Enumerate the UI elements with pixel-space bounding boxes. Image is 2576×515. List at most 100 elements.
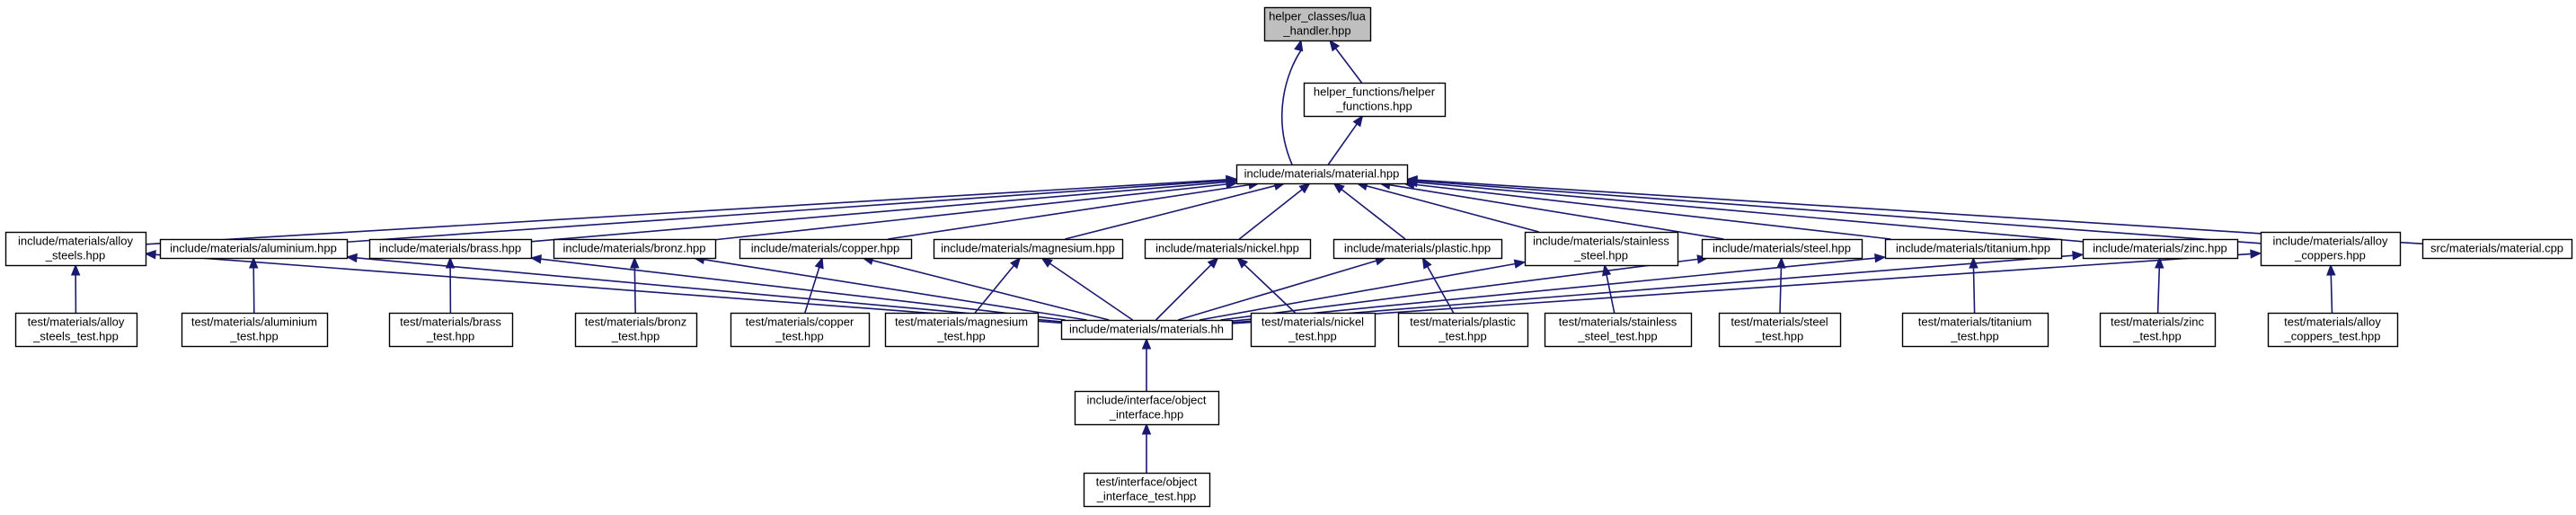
node-bronz-test[interactable]: test/materials/bronz_test.hpp — [574, 312, 698, 348]
node-copper[interactable]: include/materials/copper.hpp — [739, 238, 913, 260]
node-label-line: include/materials/magnesium.hpp — [941, 242, 1115, 255]
node-magnesium-test[interactable]: test/materials/magnesium_test.hpp — [884, 312, 1040, 348]
node-box — [1074, 390, 1220, 426]
node-label-line: include/materials/stainless — [1533, 235, 1669, 248]
node-zinc-test[interactable]: test/materials/zinc_test.hpp — [2099, 312, 2217, 348]
node-alloy-steels-test[interactable]: test/materials/alloy_steels_test.hpp — [14, 312, 138, 348]
edge-materials_hh-to-nickel — [1155, 257, 1219, 321]
edge-materials_hh-to-stainless_steel — [1199, 259, 1527, 321]
node-box — [1701, 238, 1863, 260]
node-box — [1250, 312, 1377, 348]
edge-alloy_coppers_test-to-alloy_coppers — [2326, 263, 2336, 314]
node-box — [181, 312, 329, 348]
node-titanium-test[interactable]: test/materials/titanium_test.hpp — [1901, 312, 2049, 348]
edge-object_interface_test-to-object_interface — [1141, 422, 1152, 473]
node-material-cpp[interactable]: src/materials/material.cpp — [2421, 238, 2573, 260]
node-label-line: include/materials/plastic.hpp — [1344, 242, 1491, 255]
node-aluminium[interactable]: include/materials/aluminium.hpp — [159, 238, 349, 260]
node-box — [2267, 312, 2399, 348]
node-object-interface[interactable]: include/interface/object_interface.hpp — [1074, 390, 1220, 426]
node-box — [1332, 238, 1503, 260]
node-materials-hh[interactable]: include/materials/materials.hh — [1060, 319, 1234, 341]
node-label-line: _steel_test.hpp — [1577, 330, 1657, 343]
edge-titanium_test-to-titanium — [1969, 256, 1978, 314]
node-label-line: _test.hpp — [936, 330, 986, 343]
node-alloy-coppers[interactable]: include/materials/alloy_coppers.hpp — [2260, 231, 2402, 267]
node-box — [1303, 82, 1447, 118]
node-label-line: helper_functions/helper — [1314, 85, 1436, 99]
node-label-line: _test.hpp — [1950, 330, 1999, 343]
node-zinc[interactable]: include/materials/zinc.hpp — [2082, 238, 2239, 260]
node-material-hpp[interactable]: include/materials/material.hpp — [1235, 164, 1409, 185]
edge-plastic_test-to-plastic — [1421, 256, 1455, 314]
node-stainless-steel-test[interactable]: test/materials/stainless_steel_test.hpp — [1544, 312, 1693, 348]
node-brass-test[interactable]: test/materials/brass_test.hpp — [388, 312, 514, 348]
node-label-line: test/materials/alloy — [28, 315, 125, 329]
edge-material_hpp-to-lua_handler — [1281, 39, 1304, 165]
node-label-line: test/materials/alloy — [2284, 315, 2381, 329]
node-box — [1901, 312, 2049, 348]
node-label-line: _interface.hpp — [1109, 408, 1183, 422]
node-brass[interactable]: include/materials/brass.hpp — [368, 238, 533, 260]
edge-copper_test-to-copper — [804, 256, 824, 314]
node-bronz[interactable]: include/materials/bronz.hpp — [553, 238, 717, 260]
edge-materials_hh-to-zinc — [1231, 251, 2085, 324]
node-box — [1060, 319, 1234, 341]
node-box — [553, 238, 717, 260]
node-box — [1235, 164, 1409, 185]
edge-materials_hh-to-magnesium — [1040, 257, 1134, 321]
node-label-line: include/interface/object — [1087, 394, 1207, 407]
node-box — [1884, 238, 2063, 260]
node-aluminium-test[interactable]: test/materials/aluminium_test.hpp — [181, 312, 329, 348]
node-box — [933, 238, 1124, 260]
node-label-line: _test.hpp — [1438, 330, 1487, 343]
node-copper-test[interactable]: test/materials/copper_test.hpp — [730, 312, 871, 348]
node-label-line: helper_classes/lua — [1269, 10, 1366, 23]
edge-materials_hh-to-titanium — [1231, 253, 1887, 323]
edge-material_cpp-to-material_hpp — [1405, 175, 2423, 245]
edge-materials_hh-to-alloy_coppers — [1231, 249, 2262, 324]
node-label-line: _test.hpp — [775, 330, 824, 343]
node-label-line: test/materials/copper — [746, 315, 854, 329]
node-plastic-test[interactable]: test/materials/plastic_test.hpp — [1397, 312, 1529, 348]
node-steel[interactable]: include/materials/steel.hpp — [1701, 238, 1863, 260]
node-titanium[interactable]: include/materials/titanium.hpp — [1884, 238, 2063, 260]
node-label-line: _steels.hpp — [45, 249, 106, 262]
node-magnesium[interactable]: include/materials/magnesium.hpp — [933, 238, 1124, 260]
edge-helper_functions-to-lua_handler — [1329, 39, 1363, 84]
node-label-line: _functions.hpp — [1335, 100, 1412, 113]
node-box — [884, 312, 1040, 348]
node-label-line: include/materials/materials.hh — [1069, 323, 1224, 336]
node-stainless-steel[interactable]: include/materials/stainless_steel.hpp — [1524, 231, 1679, 267]
node-box — [1397, 312, 1529, 348]
edge-steel-to-material_hpp — [1378, 180, 1724, 240]
node-box — [2099, 312, 2217, 348]
node-label-line: include/materials/alloy — [18, 235, 133, 248]
node-label-line: _test.hpp — [1755, 330, 1804, 343]
node-label-line: _handler.hpp — [1282, 24, 1350, 38]
edge-bronz_test-to-bronz — [630, 256, 640, 314]
edge-object_interface-to-materials_hh — [1141, 337, 1152, 391]
node-box — [2421, 238, 2573, 260]
node-object-interface-test[interactable]: test/interface/object_interface_test.hpp — [1083, 472, 1211, 508]
node-alloy-coppers-test[interactable]: test/materials/alloy_coppers_test.hpp — [2267, 312, 2399, 348]
edge-zinc_test-to-zinc — [2155, 256, 2164, 314]
node-plastic[interactable]: include/materials/plastic.hpp — [1332, 238, 1503, 260]
node-lua-handler[interactable]: helper_classes/lua_handler.hpp — [1263, 6, 1372, 42]
node-nickel-test[interactable]: test/materials/nickel_test.hpp — [1250, 312, 1377, 348]
node-label-line: include/materials/copper.hpp — [751, 242, 900, 255]
node-box — [1718, 312, 1842, 348]
node-label-line: _steels_test.hpp — [32, 330, 119, 343]
node-alloy-steels[interactable]: include/materials/alloy_steels.hpp — [4, 231, 147, 267]
node-box — [159, 238, 349, 260]
node-box — [574, 312, 698, 348]
node-label-line: _test.hpp — [611, 330, 660, 343]
node-label-line: src/materials/material.cpp — [2430, 242, 2563, 255]
node-label-line: include/materials/material.hpp — [1244, 167, 1400, 181]
node-nickel[interactable]: include/materials/nickel.hpp — [1144, 238, 1312, 260]
node-helper-functions[interactable]: helper_functions/helper_functions.hpp — [1303, 82, 1447, 118]
node-box — [4, 231, 147, 267]
node-label-line: include/materials/alloy — [2273, 235, 2388, 248]
node-box — [730, 312, 871, 348]
node-steel-test[interactable]: test/materials/steel_test.hpp — [1718, 312, 1842, 348]
